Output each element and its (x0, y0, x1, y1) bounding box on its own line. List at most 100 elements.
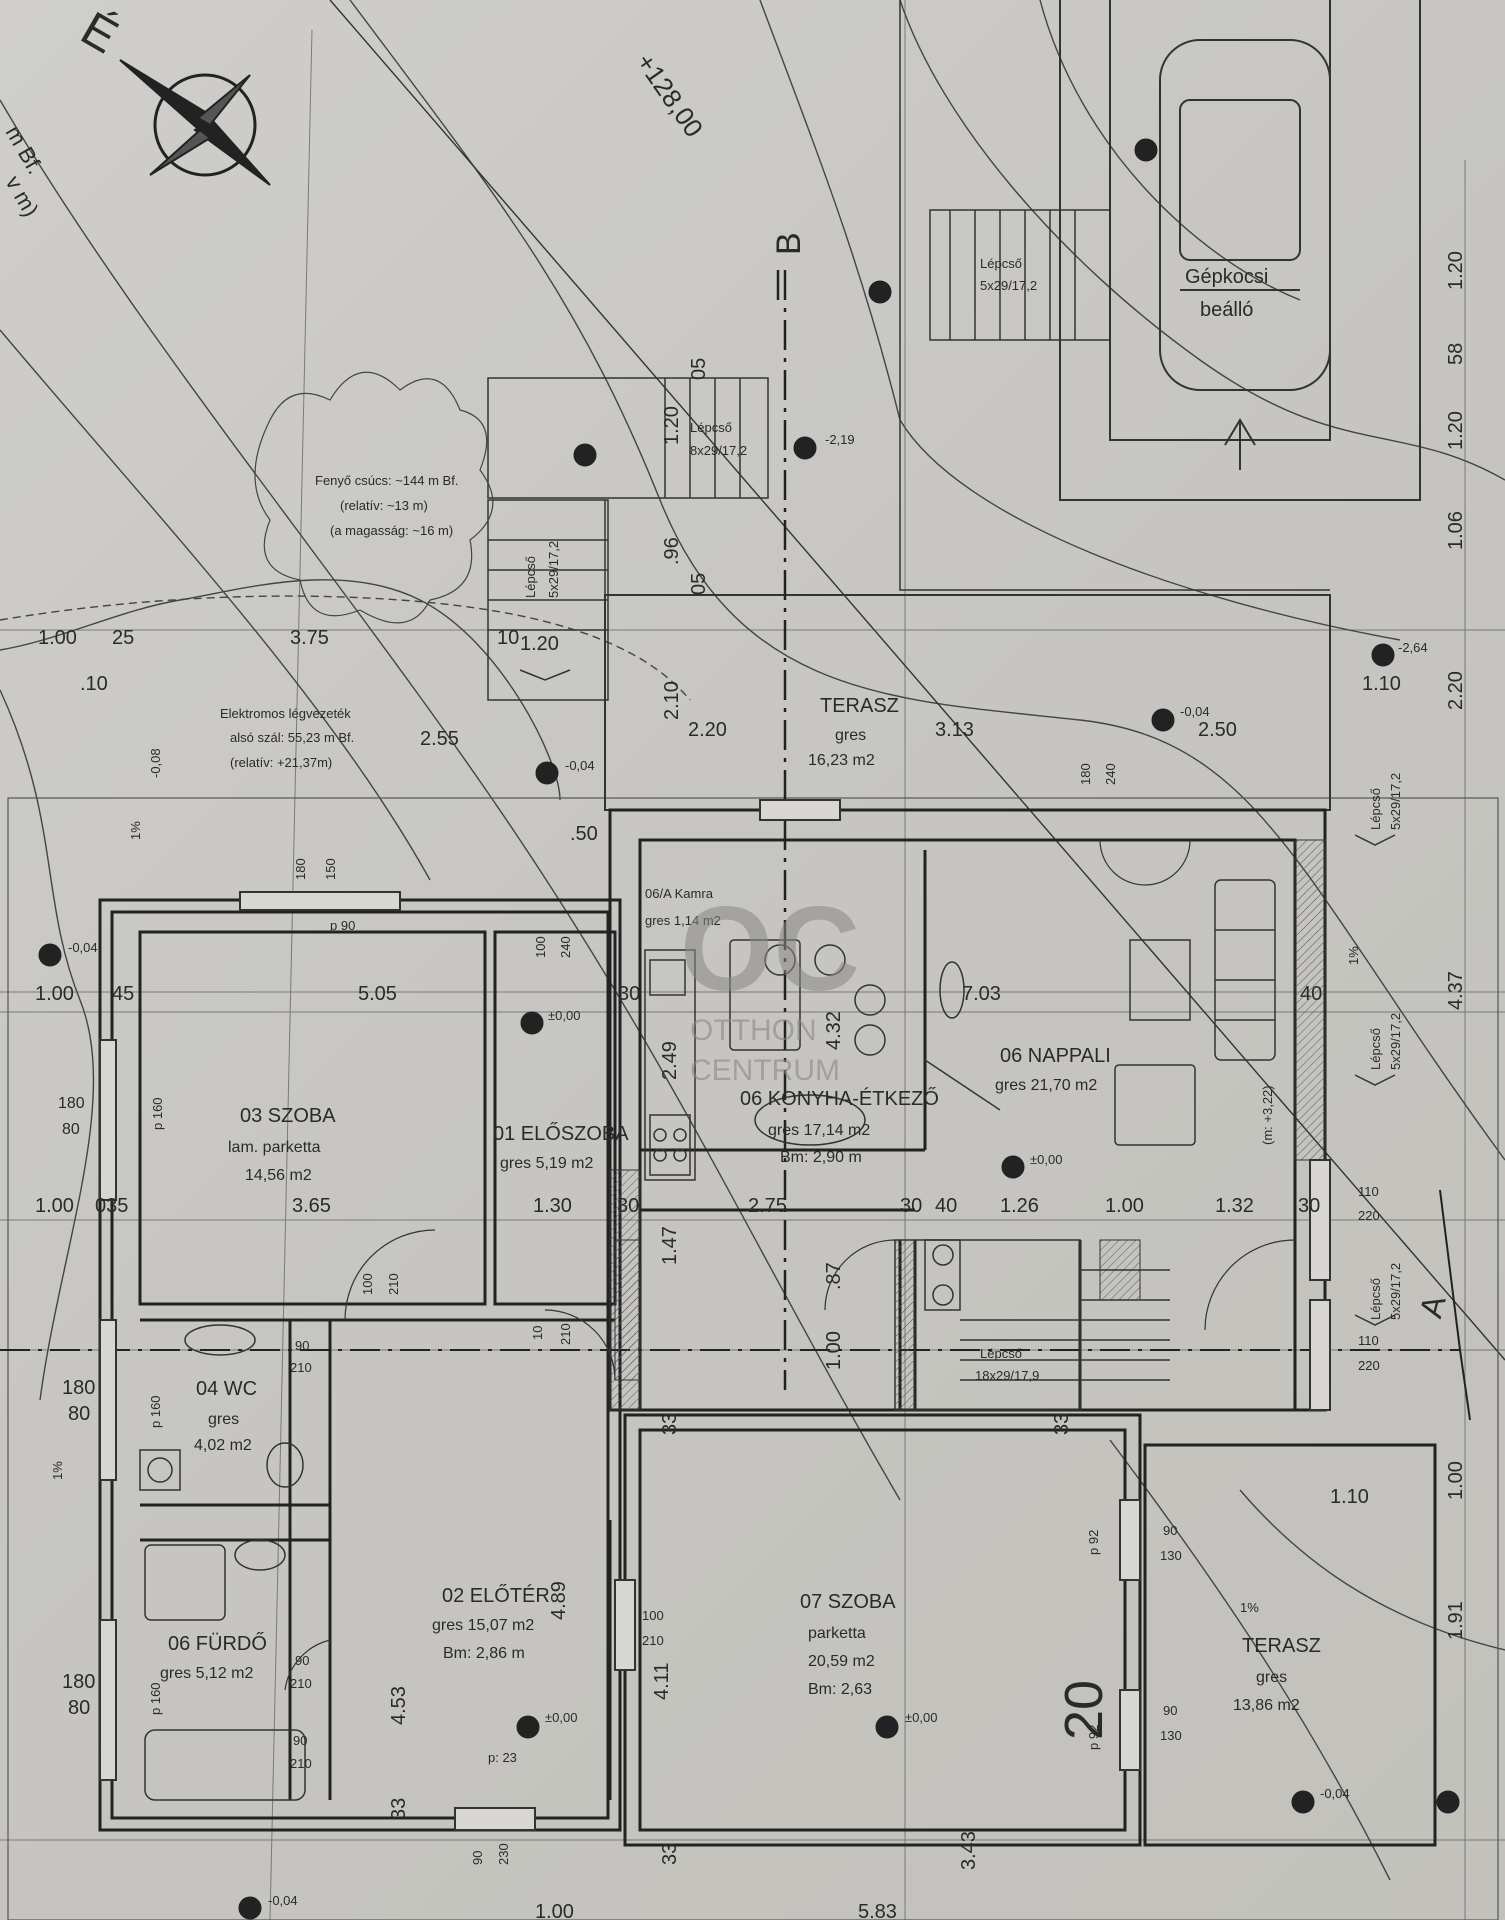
label-1pct-a: 1% (128, 821, 143, 840)
dashed-contour (0, 595, 691, 701)
dim-10-b: 10 (497, 627, 519, 649)
level-texts: -2,19 -2,64 -0,04 -0,04 -0,04 -0,04 -0,0… (68, 432, 1428, 1908)
left-note-1: m Bf. (1, 121, 48, 178)
label-p23: p: 23 (488, 1750, 517, 1765)
watermark-logo-text: OC (680, 882, 860, 1016)
opening-100-240-top: 100 (533, 936, 548, 958)
dim-2-75: 2.75 (748, 1195, 787, 1217)
dim-v-4-32: 4.32 (823, 1011, 845, 1050)
car-label-line1: Gépkocsi (1185, 266, 1268, 288)
dim-v-1-00-f: 1.00 (823, 1331, 845, 1370)
stair-right-b-label-2: 5x29/17,2 (1388, 1013, 1403, 1070)
dim-v-05-a: 05 (688, 358, 710, 380)
opening-180-150-top: 180 (293, 858, 308, 880)
room-terasz-top-name: TERASZ (820, 695, 899, 717)
level-0-00-a: ±0,00 (548, 1008, 580, 1023)
dim-1-00-a: 1.00 (38, 627, 77, 649)
dim-v-1-06: 1.06 (1445, 511, 1467, 550)
dim-1-10-a: 1.10 (1362, 673, 1401, 695)
stair-top-right (899, 0, 1330, 591)
stair-right-b-label-1: Lépcső (1368, 1028, 1383, 1070)
dim-v-2-20: 2.20 (1445, 671, 1467, 710)
dim-40-b: 40 (935, 1195, 957, 1217)
label-p160-c: p 160 (148, 1682, 163, 1715)
room-terasz-right-area: 13,86 m2 (1233, 1697, 1300, 1714)
kitchen-fixtures (644, 939, 886, 1181)
room-terasz-right: TERASZ gres 13,86 m2 (1233, 1635, 1321, 1714)
tree-note-1: Fenyő csúcs: ~144 m Bf. (315, 473, 458, 488)
electric-note-2: alsó szál: 55,23 m Bf. (230, 730, 354, 745)
stair-right-c-label-2: 5x29/17,2 (1388, 1263, 1403, 1320)
watermark-logo: OC OTTHON CENTRUM (680, 882, 860, 1087)
dim-2-50: 2.50 (1198, 719, 1237, 741)
opening-10-210-bot: 210 (558, 1323, 573, 1345)
room-terasz-top-area: 16,23 m2 (808, 752, 875, 769)
tree-note-3: (a magasság: ~16 m) (330, 523, 453, 538)
electric-note-1: Elektromos légvezeték (220, 706, 351, 721)
scale-number: 20 (1054, 1680, 1114, 1740)
room-eloter-floor: gres 15,07 m2 (432, 1617, 534, 1634)
room-konyha-name: 06 KONYHA-ÉTKEZŐ (740, 1087, 939, 1110)
stair-inner-label-1: Lépcső (980, 1346, 1022, 1361)
opening-10-210-top: 10 (530, 1326, 545, 1340)
opening-100-210-b-top: 100 (642, 1608, 664, 1623)
section-a-label: A (1412, 1291, 1452, 1322)
opening-90-210-a-top: 90 (295, 1338, 309, 1353)
dim-30-b: 30 (617, 1195, 639, 1217)
dim-1-20-d: 1.20 (520, 633, 559, 655)
dim-3-13: 3.13 (935, 719, 974, 741)
opening-110-220-b-top: 110 (1358, 1333, 1379, 1348)
room-furdo: 06 FÜRDŐ gres 5,12 m2 (160, 1632, 267, 1682)
dim-1-00-b: 1.00 (35, 983, 74, 1005)
watermark-line1: OTTHON (690, 1014, 817, 1047)
room-szoba03-floor: lam. parketta (228, 1139, 321, 1156)
stair-left-label-2: 5x29/17,2 (546, 541, 561, 598)
opening-90-130-b-top: 90 (1163, 1703, 1177, 1718)
dim-v-05-b: 05 (688, 573, 710, 595)
dim-45: 45 (112, 983, 134, 1005)
dim-v-1-91: 1.91 (1445, 1601, 1467, 1640)
elevation-top: +128,00 (630, 48, 709, 143)
room-furdo-floor: gres 5,12 m2 (160, 1665, 253, 1682)
stair-inner-label-2: 18x29/17,9 (975, 1368, 1039, 1383)
dimension-texts: 1.00 25 .10 3.75 10 1.20 2.55 2.20 3.13 … (35, 627, 1401, 1920)
room-terasz-top: TERASZ gres 16,23 m2 (808, 695, 899, 769)
level-0-04-d: -0,04 (1320, 1786, 1350, 1801)
label-m322: (m: +3,22) (1260, 1085, 1275, 1145)
dim-v-96: .96 (661, 537, 683, 565)
dim-v-33-c: 33 (1051, 1413, 1073, 1435)
dim-7-03: 7.03 (962, 983, 1001, 1005)
opening-100-210-a-top: 100 (360, 1273, 375, 1295)
site-outline (7, 797, 1499, 1920)
room-szoba07: 07 SZOBA parketta 20,59 m2 Bm: 2,63 (800, 1591, 896, 1698)
room-eloter: 02 ELŐTÉR gres 15,07 m2 Bm: 2,86 m (432, 1584, 550, 1662)
room-eloszoba-floor: gres 5,19 m2 (500, 1155, 593, 1172)
label-1pct-b: 1% (50, 1461, 65, 1480)
label-p160-b: p 160 (148, 1395, 163, 1428)
opening-180-80-b-bot: 80 (68, 1403, 90, 1425)
windows (99, 799, 1331, 1831)
opening-90-210-c-top: 90 (293, 1733, 307, 1748)
tree-note-2: (relatív: ~13 m) (340, 498, 428, 513)
dim-1-30: 1.30 (533, 1195, 572, 1217)
opening-labels: 180 80 180 80 180 80 100 210 90 210 90 2… (58, 763, 1380, 1865)
dim-2-20: 2.20 (688, 719, 727, 741)
opening-90-130-b-bot: 130 (1160, 1728, 1182, 1743)
dim-1-10-b: 1.10 (1330, 1486, 1369, 1508)
dim-1-26: 1.26 (1000, 1195, 1039, 1217)
electric-note-3: (relatív: +21,37m) (230, 755, 332, 770)
stair-left-label-1: Lépcső (523, 556, 538, 598)
room-szoba07-name: 07 SZOBA (800, 1591, 896, 1613)
level-2-64: -2,64 (1398, 640, 1428, 655)
section-line-b (776, 270, 787, 1390)
dim-3-65: 3.65 (292, 1195, 331, 1217)
dim-30-c: 30 (900, 1195, 922, 1217)
room-eloszoba: 01 ELŐSZOBA gres 5,19 m2 (493, 1122, 629, 1172)
room-terasz-right-name: TERASZ (1242, 1635, 1321, 1657)
label-p160-a: p 160 (150, 1097, 165, 1130)
dim-30-a: 30 (618, 983, 640, 1005)
level-0-00-c: ±0,00 (545, 1710, 577, 1725)
stair-middle-label-1: Lépcső (690, 420, 732, 435)
opening-90-210-c-bot: 210 (290, 1756, 312, 1771)
stair-right-c-label-1: Lépcső (1368, 1278, 1383, 1320)
